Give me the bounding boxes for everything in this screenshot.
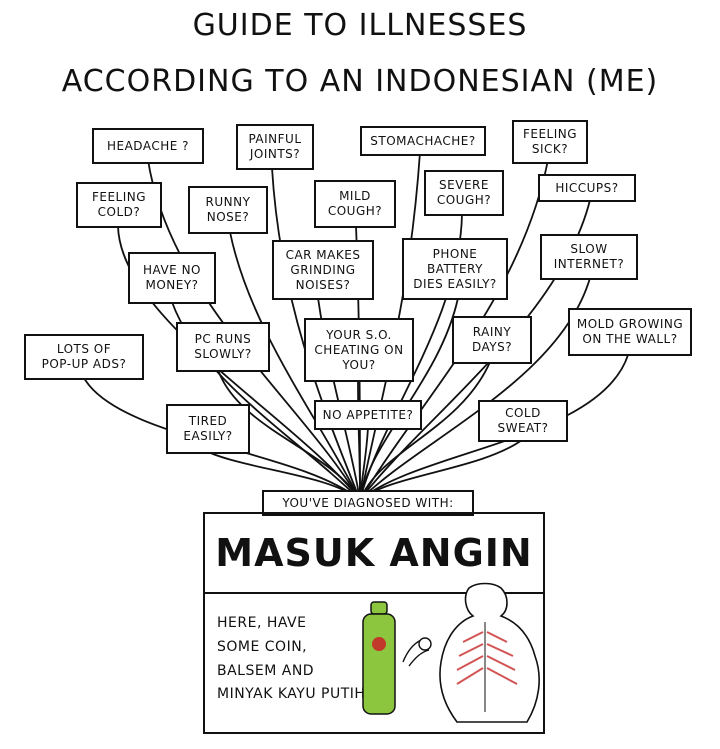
oil-bottle-icon <box>362 601 396 715</box>
symptom-box: SLOW INTERNET? <box>540 234 638 280</box>
symptom-box: PHONE BATTERY DIES EASILY? <box>402 238 508 300</box>
diagnosis-result: MASUK ANGIN <box>203 512 545 594</box>
symptom-box: NO APPETITE? <box>314 400 422 430</box>
symptom-box: HAVE NO MONEY? <box>128 252 216 304</box>
symptom-box: LOTS OF POP-UP ADS? <box>24 334 144 380</box>
remedy-panel: HERE, HAVE SOME COIN, BALSEM AND MINYAK … <box>203 582 545 734</box>
diagnosis-label: YOU'VE DIAGNOSED WITH: <box>262 490 474 516</box>
symptom-box: FEELING COLD? <box>76 182 162 228</box>
symptom-box: FEELING SICK? <box>512 120 588 164</box>
title-line-1: GUIDE TO ILLNESSES <box>192 8 528 43</box>
symptom-box: COLD SWEAT? <box>478 400 568 442</box>
remedy-advice: HERE, HAVE SOME COIN, BALSEM AND MINYAK … <box>217 615 366 703</box>
symptom-box: STOMACHACHE? <box>360 126 486 156</box>
hand-coin-icon <box>402 637 432 667</box>
symptom-box: YOUR S.O. CHEATING ON YOU? <box>304 318 414 382</box>
title-line-2: ACCORDING TO AN INDONESIAN (ME) <box>61 64 659 99</box>
symptom-box: RUNNY NOSE? <box>188 186 268 234</box>
symptom-box: TIRED EASILY? <box>166 404 250 454</box>
symptom-box: PC RUNS SLOWLY? <box>176 322 270 372</box>
symptom-box: MILD COUGH? <box>314 180 396 228</box>
symptom-box: PAINFUL JOINTS? <box>236 124 314 170</box>
symptom-box: CAR MAKES GRINDING NOISES? <box>272 240 374 300</box>
symptom-box: MOLD GROWING ON THE WALL? <box>568 308 692 356</box>
symptom-box: SEVERE COUGH? <box>424 170 504 216</box>
symptom-box: HICCUPS? <box>538 174 636 202</box>
person-back-icon <box>439 582 540 723</box>
symptom-box: RAINY DAYS? <box>452 316 532 364</box>
symptom-box: HEADACHE ? <box>92 128 204 164</box>
